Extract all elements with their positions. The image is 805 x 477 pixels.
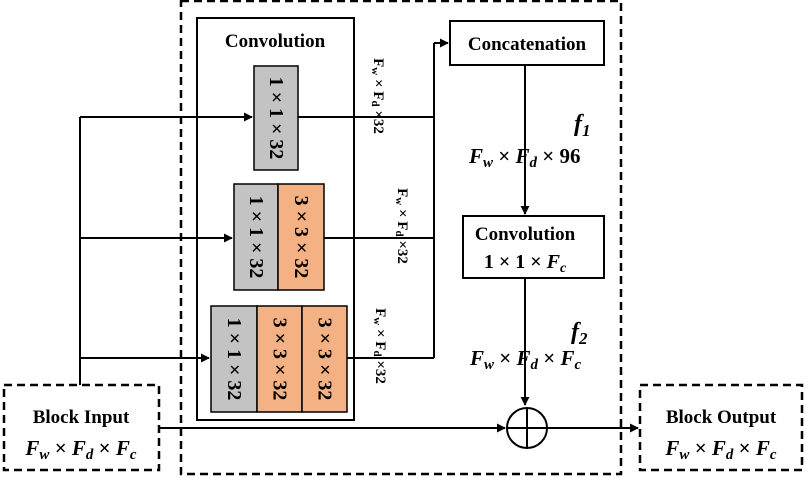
branch-1-output-shape: Fw × Fd ×32 bbox=[369, 58, 386, 134]
block-output-shape: Fw × Fd × Fc bbox=[664, 436, 777, 463]
block-input-shape: Fw × Fd × Fc bbox=[24, 436, 137, 463]
branch-1-kernel-label: 1 × 1 × 32 bbox=[265, 77, 287, 160]
branch-3: 1 × 1 × 32 3 × 3 × 32 3 × 3 × 32 bbox=[210, 305, 348, 413]
f2-shape: Fw × Fd × Fc bbox=[469, 346, 582, 373]
branch-2: 1 × 1 × 32 3 × 3 × 32 bbox=[233, 183, 325, 291]
branch-1-kernel-1x1 bbox=[253, 65, 299, 171]
concatenation-title: Concatenation bbox=[468, 34, 587, 55]
branch-3-kernel-3x3-b-label: 3 × 3 × 32 bbox=[314, 318, 336, 401]
concat-connectors bbox=[298, 38, 449, 359]
conv-1x1: Convolution 1 × 1 × Fc bbox=[462, 215, 605, 279]
concatenation-box bbox=[449, 20, 605, 66]
block-output-title: Block Output bbox=[666, 407, 777, 428]
branch-2-kernel-3x3 bbox=[277, 183, 325, 291]
input-connectors bbox=[79, 112, 253, 385]
branch-1: 1 × 1 × 32 bbox=[253, 65, 299, 171]
f1-label: f1 bbox=[574, 111, 591, 140]
branch-3-kernel-3x3-a-label: 3 × 3 × 32 bbox=[269, 318, 291, 401]
branch-3-output-shape: Fw × Fd ×32 bbox=[371, 308, 388, 384]
branch-2-kernel-3x3-label: 3 × 3 × 32 bbox=[290, 196, 312, 279]
f1-shape: Fw × Fd × 96 bbox=[468, 144, 580, 171]
conv-1x1-title: Convolution bbox=[475, 224, 576, 245]
sum-node bbox=[506, 407, 548, 449]
block-output: Block Output Fw × Fd × Fc bbox=[638, 383, 804, 472]
conv-1x1-kernel: 1 × 1 × Fc bbox=[484, 251, 567, 276]
branch-2-kernel-1x1-label: 1 × 1 × 32 bbox=[245, 196, 267, 279]
branch-2-kernel-1x1 bbox=[233, 183, 279, 291]
concatenation: Concatenation bbox=[449, 20, 605, 66]
branch-2-output-shape: Fw × Fd ×32 bbox=[393, 188, 410, 264]
convolution-group-title: Convolution bbox=[225, 31, 326, 52]
f2-label: f2 bbox=[571, 319, 588, 348]
block-input: Block Input Fw × Fd × Fc bbox=[2, 383, 161, 472]
branch-3-kernel-3x3-a bbox=[256, 305, 303, 413]
block-output-box bbox=[638, 383, 804, 472]
conv-1x1-box bbox=[462, 215, 605, 279]
block-input-title: Block Input bbox=[33, 407, 130, 428]
branch-3-kernel-1x1-label: 1 × 1 × 32 bbox=[223, 318, 245, 401]
